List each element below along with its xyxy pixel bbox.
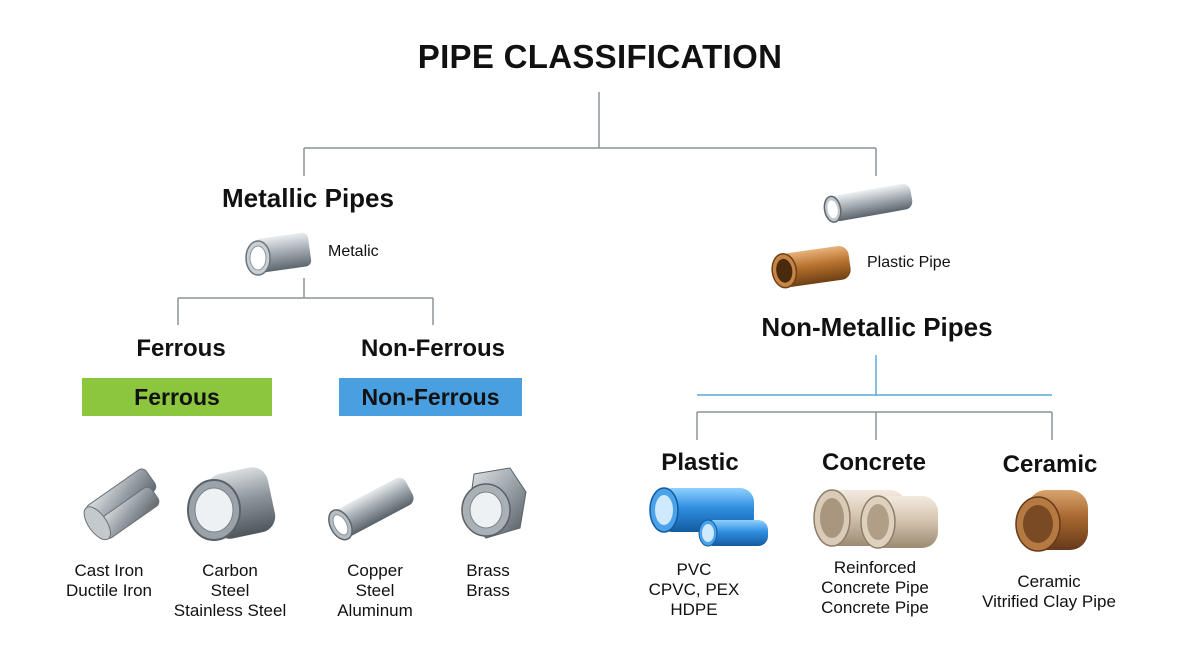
ceramic-label: Ceramic Vitrified Clay Pipe [982,572,1116,611]
steel-pipe-icon [823,183,913,223]
ferrous-heading: Ferrous [136,335,226,362]
plastic-pipe-icon [649,487,768,547]
carbon-steel-label: Carbon Steel Stainless Steel [173,561,287,620]
cast-iron-label: Cast Iron Ductile Iron [66,561,152,600]
non-ferrous-heading: Non-Ferrous [361,335,505,362]
cast-iron-pipe-icon [83,468,160,541]
non-ferrous-badge: Non-Ferrous [339,378,522,416]
copper-pipe-icon [328,477,414,541]
plastic-pipe-icon-copper [771,246,851,289]
ceramic-heading: Ceramic [1002,451,1098,478]
ceramic-pipe-icon [1015,490,1088,552]
ferrous-badge: Ferrous [82,378,272,416]
metallic-icon-label: Metalic [328,243,379,260]
brass-pipe-icon [461,467,527,539]
concrete-pipe-icon [813,489,938,549]
copper-label: Copper Steel Aluminum [337,561,413,620]
non-metallic-heading: Non-Metallic Pipes [761,312,993,342]
brass-label: Brass Brass [466,561,510,600]
metallic-heading: Metallic Pipes [222,183,394,213]
concrete-heading: Concrete [821,449,927,476]
metallic-pipe-icon [245,232,312,276]
plastic-heading: Plastic [661,449,739,476]
page-title: PIPE CLASSIFICATION [417,38,783,75]
carbon-steel-pipe-icon [187,467,276,541]
plastic-pipe-icon-label: Plastic Pipe [867,254,951,271]
plastic-label: PVC CPVC, PEX HDPE [648,560,740,619]
concrete-label: Reinforced Concrete Pipe Concrete Pipe [821,558,929,617]
